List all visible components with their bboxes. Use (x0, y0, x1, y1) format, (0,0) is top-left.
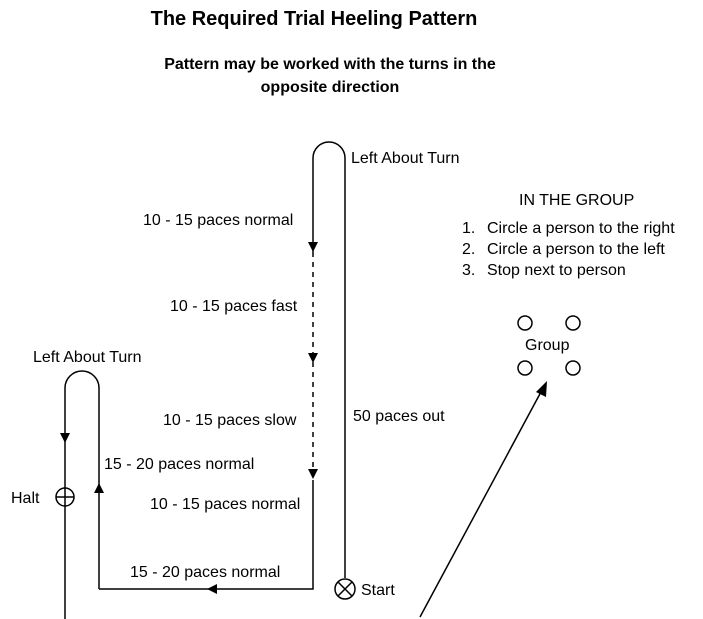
group-person-circle (565, 315, 581, 331)
path-left-about-turn (64, 370, 100, 389)
group-person-circle (517, 360, 533, 376)
label-start: Start (361, 582, 395, 599)
path-top-about-turn (312, 141, 346, 159)
group-person-circle (517, 315, 533, 331)
arrow-to-group (536, 381, 547, 397)
label-50-paces-out: 50 paces out (353, 408, 445, 425)
arrow-down-2 (308, 353, 318, 363)
arrow-up-left (94, 483, 104, 493)
arrow-left-bottom (207, 584, 217, 594)
label-slow: 10 - 15 paces slow (163, 412, 297, 429)
subtitle-line-2: opposite direction (260, 79, 400, 96)
step-number: 2. (462, 241, 476, 258)
subtitle-line-1: Pattern may be worked with the turns in … (164, 56, 496, 73)
group-person-circle (565, 360, 581, 376)
label-normal-15-20-vertical: 15 - 20 paces normal (104, 456, 255, 473)
label-normal-2: 10 - 15 paces normal (150, 496, 301, 513)
label-group: Group (525, 337, 570, 354)
label-fast: 10 - 15 paces fast (170, 298, 298, 315)
label-left-about-turn-top: Left About Turn (351, 150, 460, 167)
halt-marker-icon (55, 487, 75, 507)
group-panel-heading: IN THE GROUP (519, 192, 635, 209)
label-normal-15-20-bottom: 15 - 20 paces normal (130, 564, 281, 581)
label-left-about-turn-left: Left About Turn (33, 349, 142, 366)
start-marker-icon (334, 578, 356, 600)
label-normal-1: 10 - 15 paces normal (143, 212, 294, 229)
arrow-down-left (60, 433, 70, 443)
path-normal-segment-2 (99, 480, 314, 590)
arrow-down-1 (308, 242, 318, 252)
step-number: 1. (462, 220, 476, 237)
step-text: Circle a person to the left (487, 241, 665, 258)
step-text: Circle a person to the right (487, 220, 675, 237)
page-title: The Required Trial Heeling Pattern (150, 8, 478, 30)
label-halt: Halt (11, 490, 40, 507)
path-to-group (419, 389, 543, 618)
arrow-down-3 (308, 469, 318, 479)
step-number: 3. (462, 262, 476, 279)
step-text: Stop next to person (487, 262, 626, 279)
